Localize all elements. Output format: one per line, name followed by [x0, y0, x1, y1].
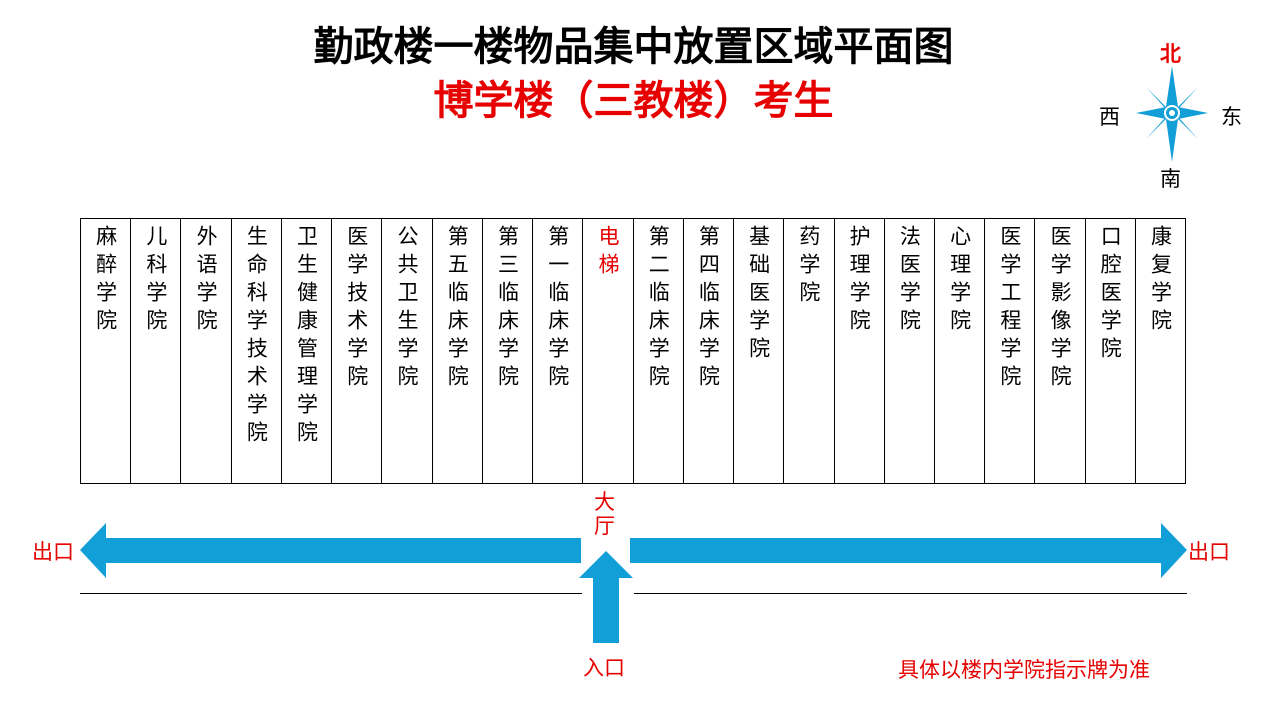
area-label: 第四临床学院 [696, 225, 721, 393]
elevator-area: 电梯 [583, 219, 634, 483]
area-label: 儿科学院 [143, 225, 168, 337]
college-area: 康复学院 [1136, 219, 1185, 483]
compass-east: 东 [1221, 105, 1242, 129]
area-label: 口腔医学院 [1098, 225, 1123, 365]
entrance-label: 入口 [583, 656, 625, 680]
college-area: 第三临床学院 [483, 219, 534, 483]
college-area: 护理学院 [835, 219, 885, 483]
area-label: 电梯 [595, 225, 620, 281]
area-label: 药学院 [796, 225, 821, 309]
area-label: 第五临床学院 [445, 225, 470, 393]
college-area: 第四临床学院 [684, 219, 735, 483]
divider-line-right [634, 593, 1187, 594]
area-label: 心理学院 [947, 225, 972, 337]
area-label: 第二临床学院 [646, 225, 671, 393]
note-text: 具体以楼内学院指示牌为准 [898, 658, 1150, 682]
college-area: 第一临床学院 [533, 219, 584, 483]
college-area: 药学院 [784, 219, 835, 483]
exit-right-label: 出口 [1188, 540, 1230, 564]
entrance-arrow [579, 551, 633, 643]
college-area: 心理学院 [935, 219, 986, 483]
right-exit-arrow [630, 523, 1187, 578]
college-area: 儿科学院 [131, 219, 182, 483]
college-area: 第二临床学院 [634, 219, 684, 483]
college-area: 医学技术学院 [332, 219, 383, 483]
area-label: 外语学院 [194, 225, 219, 337]
college-area: 口腔医学院 [1086, 219, 1136, 483]
college-area: 生命科学技术学院 [232, 219, 282, 483]
left-exit-arrow [80, 523, 581, 578]
college-area: 公共卫生学院 [382, 219, 433, 483]
compass-south: 南 [1160, 167, 1181, 191]
area-label: 卫生健康管理学院 [294, 225, 319, 449]
page-title: 勤政楼一楼物品集中放置区域平面图 [313, 24, 954, 70]
college-area: 外语学院 [181, 219, 232, 483]
area-label: 医学工程学院 [997, 225, 1022, 393]
compass-west: 西 [1099, 105, 1120, 129]
area-label: 法医学院 [897, 225, 922, 337]
college-area: 第五临床学院 [433, 219, 483, 483]
area-label: 麻醉学院 [93, 225, 118, 337]
college-area: 医学工程学院 [985, 219, 1036, 483]
college-area: 医学影像学院 [1035, 219, 1086, 483]
area-grid: 麻醉学院儿科学院 外语学院生命科学技术学院卫生健康管理学院医学技术学院 公共卫生学院… [80, 218, 1186, 484]
area-label: 康复学院 [1148, 225, 1173, 337]
area-label: 第三临床学院 [495, 225, 520, 393]
hall-label: 大厅 [594, 490, 615, 538]
compass-rose-icon [1136, 66, 1208, 162]
college-area: 基础医学院 [734, 219, 785, 483]
area-label: 第一临床学院 [545, 225, 570, 393]
page-subtitle: 博学楼（三教楼）考生 [433, 78, 834, 124]
college-area: 卫生健康管理学院 [282, 219, 333, 483]
area-label: 医学影像学院 [1048, 225, 1073, 393]
divider-line-left [80, 593, 582, 594]
area-label: 公共卫生学院 [395, 225, 420, 393]
area-label: 医学技术学院 [344, 225, 369, 393]
college-area: 法医学院 [885, 219, 935, 483]
area-label: 生命科学技术学院 [244, 225, 269, 449]
college-area: 麻醉学院 [81, 219, 132, 483]
area-label: 护理学院 [847, 225, 872, 337]
exit-left-label: 出口 [32, 540, 74, 564]
compass-north: 北 [1160, 42, 1181, 66]
area-label: 基础医学院 [746, 225, 771, 365]
